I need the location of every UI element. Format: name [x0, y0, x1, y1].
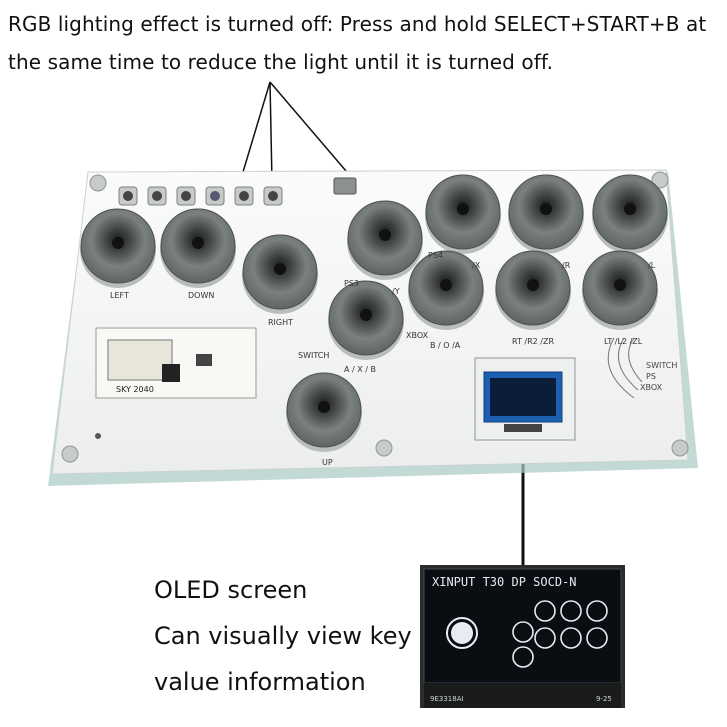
label-rt: RT /R2 /ZR — [512, 337, 554, 346]
label-rb: /R — [562, 261, 571, 270]
label-left: LEFT — [110, 291, 129, 300]
button-rt[interactable] — [495, 250, 571, 330]
label-y: /Y — [392, 287, 400, 296]
button-b[interactable] — [408, 250, 484, 330]
arcade-controller: SKY 2040 SWITCH PS XBOX LEFT DOWN RIGHT … — [48, 168, 698, 486]
oled-stick-ring — [446, 617, 478, 649]
button-down[interactable] — [160, 208, 236, 288]
oled-key-ring — [534, 600, 556, 622]
oled-key-ring — [560, 627, 582, 649]
oled-title: OLED screen — [154, 576, 308, 604]
button-left[interactable] — [80, 208, 156, 288]
label-right: RIGHT — [268, 318, 293, 327]
mode-label-xbox: XBOX — [640, 383, 663, 392]
oled-key-ring — [512, 621, 534, 643]
label-xbox: XBOX — [406, 331, 429, 340]
oled-screen-closeup: XINPUT T30 DP SOCD-N 9E3318AI 9-25 — [420, 565, 625, 708]
mode-label-switch: SWITCH — [646, 361, 677, 370]
mode-label-ps: PS — [646, 372, 656, 381]
button-ps3[interactable] — [347, 200, 423, 280]
oled-desc-line-2: Can visually view key — [154, 622, 412, 650]
button-right[interactable] — [242, 234, 318, 314]
pcb-label: SKY 2040 — [116, 385, 154, 394]
instruction-line-2: the same time to reduce the light until … — [8, 50, 554, 74]
button-lt[interactable] — [582, 250, 658, 330]
oled-status-text: XINPUT T30 DP SOCD-N — [432, 575, 577, 589]
label-lb: /L — [648, 261, 656, 270]
oled-footer-right: 9-25 — [596, 695, 612, 703]
button-r1[interactable] — [508, 174, 584, 254]
oled-footer-left: 9E3318AI — [430, 695, 464, 703]
label-b: B / O /A — [430, 341, 461, 350]
function-button-2[interactable] — [147, 186, 167, 206]
oled-key-ring — [586, 600, 608, 622]
function-button-3[interactable] — [176, 186, 196, 206]
label-a: A / X / B — [344, 365, 376, 374]
button-l1[interactable] — [592, 174, 668, 254]
instruction-line-1: RGB lighting effect is turned off: Press… — [8, 12, 707, 36]
oled-key-ring — [586, 627, 608, 649]
button-a[interactable] — [328, 280, 404, 360]
oled-key-ring — [512, 646, 534, 668]
label-up: UP — [322, 458, 333, 467]
label-ps4: PS4 — [428, 251, 443, 260]
label-x: /X — [472, 261, 481, 270]
function-button-4[interactable] — [205, 186, 225, 206]
label-ps3: PS3 — [344, 279, 359, 288]
function-button-1[interactable] — [118, 186, 138, 206]
select-button[interactable] — [234, 186, 254, 206]
button-ps4[interactable] — [425, 174, 501, 254]
label-switch: SWITCH — [298, 351, 329, 360]
oled-key-ring — [534, 627, 556, 649]
oled-desc-line-3: value information — [154, 668, 366, 696]
oled-stick-dot — [451, 622, 473, 644]
label-down: DOWN — [188, 291, 214, 300]
button-up[interactable] — [286, 372, 362, 452]
oled-key-ring — [560, 600, 582, 622]
label-lt: LT /L2 /ZL — [604, 337, 643, 346]
start-button[interactable] — [263, 186, 283, 206]
